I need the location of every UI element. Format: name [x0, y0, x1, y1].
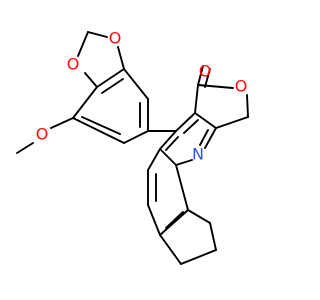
bond-c6a-c9a-inner: [165, 211, 184, 229]
bond-c1-oc: [197, 65, 204, 86]
bond-n-c10b: [175, 159, 193, 166]
bond-c3a-n: [204, 127, 217, 149]
bonds: [16, 31, 249, 265]
bond-c7-c7a: [72, 86, 98, 119]
bond-c9a-c3a: [194, 112, 217, 129]
atom-n-pyridine: N: [192, 145, 204, 164]
bond-c7a-c3a-inner: [101, 78, 124, 94]
bond-c9a-c1: [194, 84, 199, 114]
bond-c9-c9a: [175, 112, 196, 132]
bond-o1-ch2: [87, 31, 108, 38]
bond-c4a-c5: [147, 148, 161, 171]
molecule-canvas: O O O O O N: [16, 28, 249, 265]
bond-ch2-o3: [77, 31, 89, 57]
bond-oring-ch2: [246, 94, 249, 118]
bond-c3a-o1: [117, 46, 125, 70]
bond-c4a-c9: [159, 130, 177, 150]
bond-c6-c7-inner: [81, 116, 121, 135]
bond-c6a-c7: [159, 234, 182, 265]
bond-c1-oc-inner: [204, 68, 211, 88]
bond-c5-c6: [123, 130, 149, 144]
bond-c1-oring: [197, 84, 234, 89]
bond-ch2-c3a: [215, 116, 249, 129]
atom-o-methoxy: O: [36, 125, 49, 144]
bond-o-c7: [50, 117, 74, 129]
bond-c8-c9: [209, 222, 217, 251]
bond-c6-c6a: [147, 204, 161, 236]
bond-c10b-c4a: [159, 148, 177, 166]
bond-c7a-c3a: [96, 68, 125, 88]
atom-o-lactone-ring: O: [235, 77, 248, 96]
bond-c3a-n-inner: [199, 129, 209, 146]
bond-c6a-c9a: [159, 209, 189, 236]
bond-c9-c9a-inner: [183, 119, 199, 134]
bond-c4a-c9-inner: [165, 136, 179, 151]
bond-c6-c7: [72, 117, 125, 144]
atom-o-carbonyl: O: [199, 62, 212, 81]
structure-diagram: O O O O O N: [16, 29, 249, 265]
bond-c3a-c4: [123, 68, 149, 100]
atom-o-dioxole-left: O: [67, 55, 80, 74]
bond-c7-c8: [180, 249, 217, 265]
bond-o3-c7a: [84, 72, 98, 88]
bond-c9-c9a-cp: [187, 209, 211, 224]
bond-c9a-c10b: [175, 164, 189, 211]
bond-methyl-o: [16, 142, 34, 154]
atom-labels: O O O O O N: [36, 29, 248, 164]
atom-o-dioxole-top: O: [109, 29, 122, 48]
